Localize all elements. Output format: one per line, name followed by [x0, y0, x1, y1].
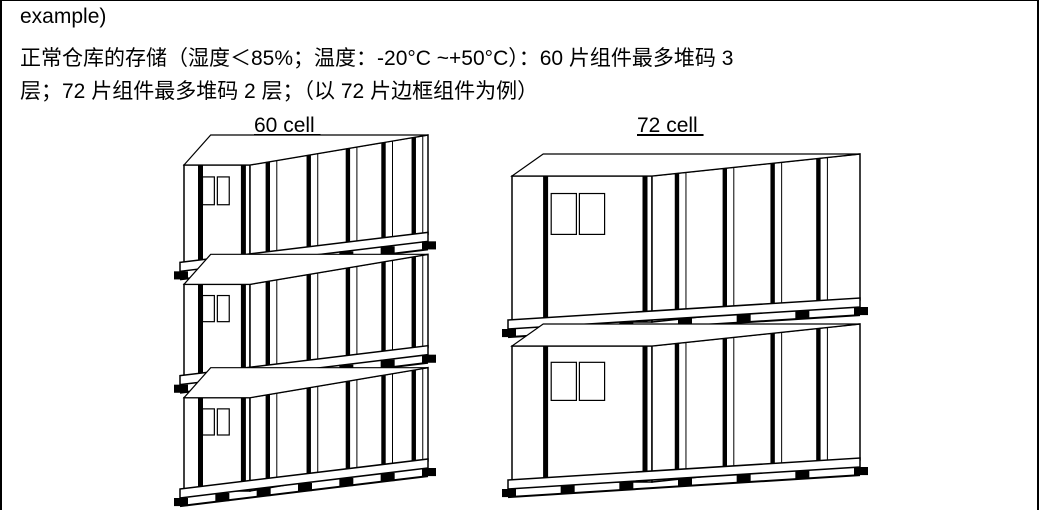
strap	[198, 284, 203, 378]
strap	[722, 337, 727, 475]
strap	[770, 162, 775, 310]
pallet-block	[174, 271, 188, 280]
strap	[543, 176, 549, 322]
pallet-block	[174, 498, 188, 507]
pallet-block	[619, 481, 634, 490]
pallet-block	[422, 354, 436, 363]
strap	[381, 141, 386, 242]
strap	[265, 280, 270, 375]
pallet-block	[380, 359, 395, 368]
pallet-block	[502, 329, 516, 338]
strap	[411, 256, 416, 351]
text-line-3: 层；72 片组件最多堆码 2 层；（以 72 片边框组件为例）	[20, 80, 539, 103]
pallet-block	[298, 483, 312, 492]
strap	[306, 154, 311, 255]
strap	[198, 397, 203, 491]
pallet-block	[678, 318, 692, 327]
label-window	[216, 294, 230, 323]
strap	[816, 157, 821, 305]
crate-side	[651, 153, 861, 323]
label-window	[201, 176, 215, 206]
label-window	[201, 408, 215, 436]
pallet-block	[854, 467, 868, 476]
pallet-block	[736, 474, 751, 483]
pallet-block	[422, 241, 436, 250]
strap	[345, 147, 351, 248]
pallet-block	[854, 307, 868, 316]
pallet-stack-60-cell	[174, 134, 436, 508]
strap	[642, 346, 648, 482]
strap	[411, 136, 416, 237]
strap	[411, 369, 416, 464]
label-window	[216, 408, 230, 436]
pallet-base	[507, 474, 861, 499]
strap	[345, 380, 351, 475]
pallet-block	[339, 478, 354, 487]
strap	[306, 273, 311, 368]
text-line-1: example)	[20, 5, 107, 28]
pallet-block	[795, 470, 810, 479]
strap	[674, 172, 680, 320]
label-window	[550, 361, 578, 402]
strap	[642, 176, 648, 322]
crate-top	[182, 253, 429, 285]
text-line-2: 正常仓库的存储（湿度＜85%；温度：-20°C ~+50°C）：60 片组件最多…	[20, 47, 734, 70]
strap	[816, 327, 821, 465]
label-window	[216, 176, 230, 206]
crate-top	[182, 367, 429, 399]
strap	[543, 346, 549, 482]
strap	[770, 332, 775, 470]
pallet-block	[502, 489, 516, 498]
pallet-base	[179, 475, 429, 508]
pallet-block	[560, 485, 575, 494]
label-window	[578, 361, 606, 402]
caption-60-cell: 60 cell	[254, 114, 321, 137]
crate-top	[510, 153, 861, 177]
pallet-block	[678, 478, 692, 487]
strap	[381, 261, 386, 356]
pallet-block	[380, 473, 395, 482]
strap	[198, 165, 203, 265]
strap	[265, 394, 270, 488]
strap	[240, 284, 246, 378]
strap	[240, 397, 246, 491]
strap	[240, 165, 246, 265]
strap	[381, 374, 386, 469]
pallet-block	[256, 488, 271, 497]
strap	[674, 342, 680, 480]
pallet-block	[736, 314, 751, 323]
strap	[722, 167, 727, 315]
label-window	[550, 192, 578, 236]
pallet-block	[174, 384, 188, 393]
caption-72-cell: 72 cell	[637, 114, 704, 137]
pallet-block	[422, 468, 436, 477]
pallet-block	[380, 246, 395, 255]
crate-top	[182, 134, 429, 166]
strap	[345, 267, 351, 362]
pallet-block	[215, 493, 230, 502]
crate-top	[510, 323, 861, 347]
crate-side	[651, 323, 861, 483]
strap	[265, 161, 270, 262]
pallet-stack-72-cell	[502, 153, 868, 499]
strap	[306, 387, 311, 482]
pallet-block	[795, 310, 810, 319]
label-window	[201, 294, 215, 323]
label-window	[578, 192, 606, 236]
